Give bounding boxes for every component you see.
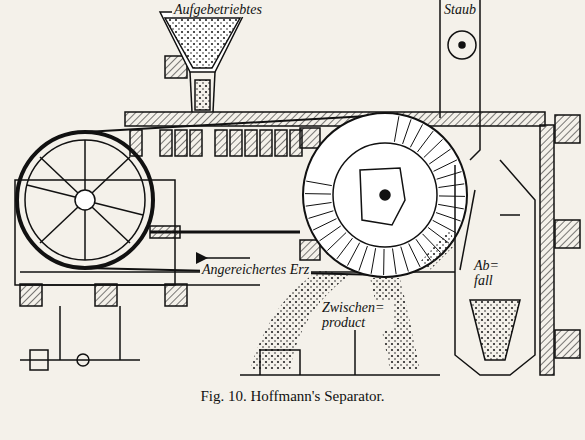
enriched-ore-label: Angereichertes Erz <box>200 262 311 277</box>
feed-label: Aufgebetriebtes <box>172 2 264 17</box>
middlings-label: Zwischen= product <box>320 300 394 330</box>
waste-label: Ab= fall <box>472 258 516 288</box>
dust-label: Staub <box>442 2 478 17</box>
figure-caption: Fig. 10. Hoffmann's Separator. <box>0 386 585 406</box>
